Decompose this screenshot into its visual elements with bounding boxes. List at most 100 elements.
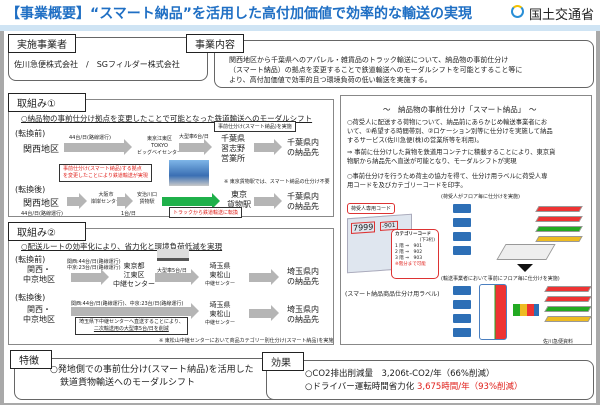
trip-count: 関西:44台/日(路線運行)中京:23台/日(路線運行)	[67, 259, 121, 271]
final-label: 千葉県内の納品先	[287, 138, 319, 158]
truck-count: 大型車6台/日	[179, 134, 209, 140]
feature-label: 特徴	[10, 350, 52, 369]
arrow-icon	[249, 269, 279, 285]
rail-arrow-icon	[162, 193, 220, 209]
after-label: (転換後)	[15, 185, 46, 194]
feature-line: 鉄道貨物輸送へのモーダルシフト	[60, 378, 196, 388]
rail-callout: トラックから鉄道輸送に転換	[169, 207, 243, 218]
origin-label: 関西地区	[23, 199, 60, 209]
truck-icon	[453, 300, 471, 309]
origin-label: 関西・中京地区	[23, 305, 55, 325]
driver-time-reduction: ○ドライバー運転時間省力化 3,675時間/年（93%削減）	[305, 381, 523, 394]
dest-label: 埼玉県東松山中継センター	[205, 262, 235, 289]
cat-row: 2 階 ⇒ 902	[395, 250, 423, 255]
note-callout: 事前仕分け(スマート納品)を実施	[214, 121, 296, 132]
before-label: (転換前)	[15, 129, 46, 138]
hub-line: 中継センター	[113, 280, 155, 288]
cat-note: ※階分まで可能	[395, 262, 426, 267]
caption-mid: (輸送事業者において事前にフロア毎に仕分けを実施)	[441, 276, 560, 282]
content-label: 事業内容	[186, 34, 244, 53]
down-arrow-icon	[517, 264, 533, 272]
dest-line: 営業所	[221, 154, 245, 163]
floor-layer-icon	[535, 206, 583, 212]
floor-layer-icon	[535, 226, 583, 232]
direct-callout: 埼玉県下中継センターへ直送することにより、二次輸送用の大型車5台/日を削減	[75, 317, 188, 335]
effect-label: 効果	[262, 352, 304, 371]
before-label: (転換前)	[15, 255, 46, 264]
feature-box: ○発地側での事前仕分け(スマート納品)を活用した鉄道貨物輸送へのモーダルシフト	[14, 358, 304, 400]
truck-icon	[453, 232, 471, 241]
dest-line: 千葉県	[221, 134, 245, 143]
truck-count: 大型車5台/日	[157, 268, 187, 274]
label-caption: (スマート納品商品仕分け用ラベル)	[345, 291, 440, 298]
final-label: 千葉県内の納品先	[287, 192, 319, 212]
caption-top: (荷受人がフロア毎に仕分けを実施)	[441, 194, 520, 200]
remark-text: ※ 東松山中継センターにおいて商品カテゴリー別仕分け(スマート納品)を実施	[159, 338, 334, 344]
cat-row: 1 階 ⇒ 901	[395, 244, 423, 249]
hub-label: 大阪市岸岸センター	[91, 192, 121, 206]
final-line: の納品先	[287, 315, 319, 324]
final-line: 千葉県内	[287, 138, 319, 147]
p-line: するサービス(佐川急便(株)の営業所等を利用)。	[347, 137, 483, 144]
driver-value: 3,675時間/年（93%削減）	[416, 382, 523, 392]
trip-count: 関西:44台/日(路線運行)、中京:23台/日(路線運行)	[71, 301, 184, 307]
content-text: 関西地区から千葉県へのアパレル・雑貨品のトラック輸送について、納品物の事前仕分け…	[229, 55, 522, 85]
floor-layer-icon	[544, 286, 592, 292]
dest-line: 貨物駅	[227, 200, 251, 209]
dest-label: 千葉県習志野営業所	[221, 134, 245, 164]
origin-line: 中京地区	[23, 315, 55, 324]
arrow-icon	[71, 269, 109, 285]
station-line: 貨物駅	[139, 199, 155, 205]
ministry-logo-icon	[511, 5, 524, 18]
origin-label: 関西地区	[23, 145, 60, 155]
hub-line: 東京江東区	[147, 136, 173, 142]
final-line: の納品先	[287, 202, 319, 211]
floor-layer-icon	[535, 216, 583, 222]
arrow-icon	[254, 193, 282, 209]
content-line: 関西地区から千葉県へのアパレル・雑貨品のトラック輸送について、納品物の事前仕分け	[229, 56, 509, 64]
note-line: を変更したことにより鉄道輸送が実現	[63, 173, 148, 179]
trip-count: 44台/日(路線運行)	[69, 135, 111, 141]
change-callout: 事前仕分け(スマート納品)する拠点を変更したことにより鉄道輸送が実現	[59, 164, 152, 182]
p-line: 物駅から納品先へ直送が可能となり、モーダルシフトが実現	[347, 158, 517, 165]
truck-icon	[453, 246, 471, 255]
effort2-label: 取組み②	[8, 222, 86, 241]
p-line: ○荷受人に配送する荷物について、納品前にあらかじめ輸送事業者にお	[347, 119, 548, 126]
arrow-icon	[67, 193, 87, 209]
arrow-icon	[64, 139, 132, 155]
effect-box: ○CO2排出削減量 3,206t-CO2/年（66%削減） ○ドライバー運転時間…	[266, 360, 594, 400]
train-photo	[169, 160, 209, 186]
floor-layer-icon	[544, 296, 592, 302]
page-title: 【事業概要】“スマート納品”を活用した高付加価値で効率的な輸送の実現	[6, 6, 472, 22]
dest-line: 東京	[231, 190, 247, 199]
sorting-center-icon	[479, 284, 507, 340]
feature-text: ○発地側での事前仕分け(スマート納品)を活用した鉄道貨物輸送へのモーダルシフト	[50, 364, 254, 390]
hub-label: 東京都江東区中継センター	[113, 262, 155, 289]
floor-layer-icon	[535, 236, 583, 242]
after-label: (転換後)	[15, 293, 46, 302]
dest-line: 中継センター	[205, 320, 236, 326]
dest-line: 埼玉県	[209, 262, 231, 270]
smart-delivery-panel: ～ 納品物の事前仕分け「スマート納品」 ～ ○荷受人に配送する荷物について、納品…	[340, 95, 592, 345]
arrow-icon	[155, 269, 199, 285]
count-line: 中京:23台/日(路線運行)	[67, 265, 121, 271]
final-label: 埼玉県内の納品先	[287, 305, 319, 325]
floor-layer-icon	[544, 306, 592, 312]
remark-text: ※ 東京貨物駅では、スマート納品の仕分け不要	[224, 179, 330, 185]
dest-line: 習志野	[221, 144, 245, 153]
effort1-heading: ○納品物の事前仕分け拠点を変更したことで可能となった鉄道輸送へのモーダルシフト	[21, 114, 313, 123]
driver-label: ○ドライバー運転時間省力化	[305, 382, 417, 392]
dest-line: 中継センター	[205, 281, 236, 287]
operator-text: 佐川急便株式会社 / SGフィルダー株式会社	[14, 60, 180, 69]
final-line: の納品先	[287, 277, 319, 286]
floor-layer-icon	[544, 316, 592, 322]
arrow-icon	[179, 139, 212, 155]
content-line: （スマート納品）の拠点を変更することで鉄道輸送へのモーダルシフトを可能とすること…	[229, 66, 523, 74]
content-line: より、高付加価値で効率的且つ環境負荷の低い輸送を実施する。	[229, 76, 432, 84]
hub-line: 岸岸センター	[91, 199, 122, 205]
dest-label: 埼玉県東松山中継センター	[205, 301, 235, 328]
arrow-icon	[254, 139, 282, 155]
dest-label: 東京貨物駅	[227, 190, 251, 210]
cat-row: 3 階 ⇒ 903	[395, 256, 423, 261]
